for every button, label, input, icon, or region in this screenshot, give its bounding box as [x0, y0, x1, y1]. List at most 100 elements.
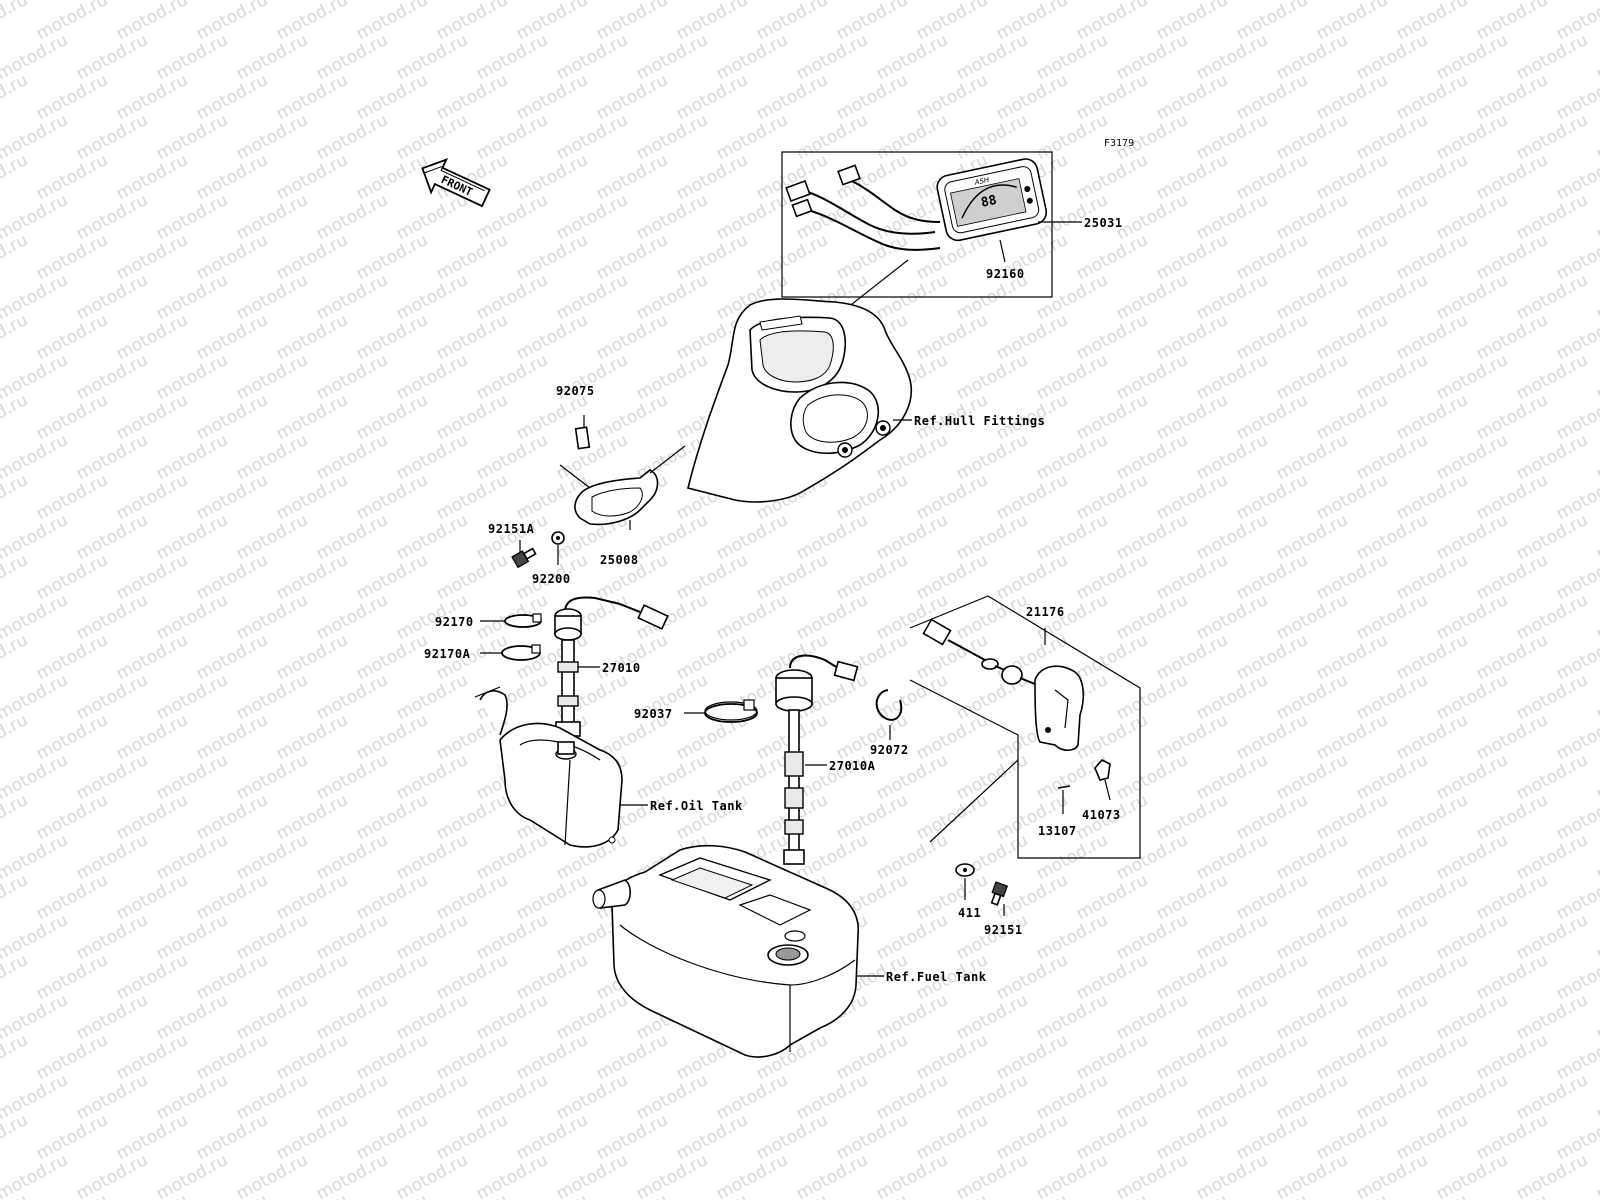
part-label-25031: 25031	[1084, 216, 1123, 230]
watermark-text: motod.ru	[1473, 310, 1551, 364]
watermark-text: motod.ru	[1513, 1070, 1591, 1124]
watermark-text: motod.ru	[153, 190, 231, 244]
watermark-text: motod.ru	[793, 30, 871, 84]
watermark-text: motod.ru	[793, 110, 871, 164]
watermark-text: motod.ru	[753, 1190, 831, 1200]
watermark-text: motod.ru	[353, 710, 431, 764]
watermark-text: motod.ru	[553, 110, 631, 164]
watermark-text: motod.ru	[1393, 390, 1471, 444]
watermark-text: motod.ru	[1393, 310, 1471, 364]
watermark-text: motod.ru	[1313, 1190, 1391, 1200]
connector-icon	[833, 660, 859, 682]
watermark-text: motod.ru	[913, 0, 991, 44]
part-label-92170A: 92170A	[424, 647, 471, 661]
watermark-text: motod.ru	[1593, 110, 1600, 164]
snap-ring-icon	[875, 689, 903, 721]
watermark-text: motod.ru	[1273, 590, 1351, 644]
watermark-text: motod.ru	[1353, 670, 1431, 724]
watermark-text: motod.ru	[553, 1070, 631, 1124]
watermark-text: motod.ru	[1073, 70, 1151, 124]
watermark-text: motod.ru	[233, 270, 311, 324]
watermark-text: motod.ru	[1193, 30, 1271, 84]
watermark-text: motod.ru	[1593, 270, 1600, 324]
watermark-text: motod.ru	[353, 0, 431, 44]
watermark-text: motod.ru	[393, 270, 471, 324]
watermark-text: motod.ru	[313, 590, 391, 644]
watermark-text: motod.ru	[1593, 670, 1600, 724]
watermark-text: motod.ru	[1473, 70, 1551, 124]
watermark-text: motod.ru	[953, 1070, 1031, 1124]
watermark-text: motod.ru	[1273, 1070, 1351, 1124]
watermark-text: motod.ru	[1313, 950, 1391, 1004]
watermark-text: motod.ru	[1513, 190, 1591, 244]
ref-label-fuel-tank: Ref.Fuel Tank	[886, 970, 987, 984]
watermark-text: motod.ru	[473, 1150, 551, 1200]
watermark-text: motod.ru	[1273, 190, 1351, 244]
front-arrow-icon: FRONT	[421, 158, 491, 208]
watermark-text: motod.ru	[473, 350, 551, 404]
watermark-text: motod.ru	[1473, 550, 1551, 604]
watermark-text: motod.ru	[953, 750, 1031, 804]
watermark-text: motod.ru	[1073, 1190, 1151, 1200]
watermark-text: motod.ru	[393, 350, 471, 404]
watermark-text: motod.ru	[153, 990, 231, 1044]
watermark-text: motod.ru	[873, 830, 951, 884]
watermark-text: motod.ru	[1513, 750, 1591, 804]
figure-code: F3179	[1104, 138, 1134, 149]
watermark-text: motod.ru	[1433, 350, 1511, 404]
watermark-text: motod.ru	[1353, 1070, 1431, 1124]
watermark-text: motod.ru	[1033, 910, 1111, 964]
watermark-text: motod.ru	[553, 430, 631, 484]
watermark-text: motod.ru	[833, 550, 911, 604]
watermark-text: motod.ru	[433, 310, 511, 364]
watermark-text: motod.ru	[1473, 630, 1551, 684]
watermark-text: motod.ru	[1073, 470, 1151, 524]
watermark-text: motod.ru	[313, 430, 391, 484]
watermark-text: motod.ru	[1233, 0, 1311, 44]
watermark-text: motod.ru	[673, 0, 751, 44]
watermark-text: motod.ru	[1313, 310, 1391, 364]
watermark-text: motod.ru	[1513, 830, 1591, 884]
watermark-text: motod.ru	[273, 790, 351, 844]
watermark-text: motod.ru	[1153, 310, 1231, 364]
watermark-text: motod.ru	[1113, 270, 1191, 324]
watermark-text: motod.ru	[153, 350, 231, 404]
watermark-text: motod.ru	[0, 0, 31, 44]
watermark-text: motod.ru	[593, 310, 671, 364]
watermark-text: motod.ru	[273, 1110, 351, 1164]
watermark-text: motod.ru	[0, 630, 31, 684]
watermark-text: motod.ru	[1273, 350, 1351, 404]
part-label-92151: 92151	[984, 923, 1023, 937]
watermark-text: motod.ru	[273, 310, 351, 364]
watermark-text: motod.ru	[1313, 150, 1391, 204]
watermark-text: motod.ru	[553, 270, 631, 324]
watermark-text: motod.ru	[33, 390, 111, 444]
watermark-text: motod.ru	[33, 1110, 111, 1164]
watermark-text: motod.ru	[1073, 310, 1151, 364]
watermark-text: motod.ru	[153, 510, 231, 564]
watermark-text: motod.ru	[1113, 510, 1191, 564]
hose-clamp-icon	[504, 613, 542, 628]
watermark-text: motod.ru	[1313, 550, 1391, 604]
watermark-text: motod.ru	[73, 1150, 151, 1200]
switch-assembly: 21176 41073 13107 411 92151	[909, 595, 1141, 937]
watermark-text: motod.ru	[1313, 70, 1391, 124]
watermark-text: motod.ru	[473, 110, 551, 164]
watermark-text: motod.ru	[1033, 1070, 1111, 1124]
watermark-text: motod.ru	[1473, 710, 1551, 764]
watermark-text: motod.ru	[33, 790, 111, 844]
watermark-text: motod.ru	[113, 310, 191, 364]
watermark-text: motod.ru	[953, 110, 1031, 164]
watermark-text: motod.ru	[153, 910, 231, 964]
watermark-text: motod.ru	[1393, 950, 1471, 1004]
watermark-text: motod.ru	[313, 350, 391, 404]
watermark-text: motod.ru	[673, 1190, 751, 1200]
watermark-text: motod.ru	[473, 910, 551, 964]
watermark-text: motod.ru	[913, 710, 991, 764]
watermark-text: motod.ru	[33, 470, 111, 524]
watermark-text: motod.ru	[1393, 710, 1471, 764]
watermark-text: motod.ru	[1193, 670, 1271, 724]
watermark-text: motod.ru	[1313, 230, 1391, 284]
watermark-text: motod.ru	[553, 1150, 631, 1200]
